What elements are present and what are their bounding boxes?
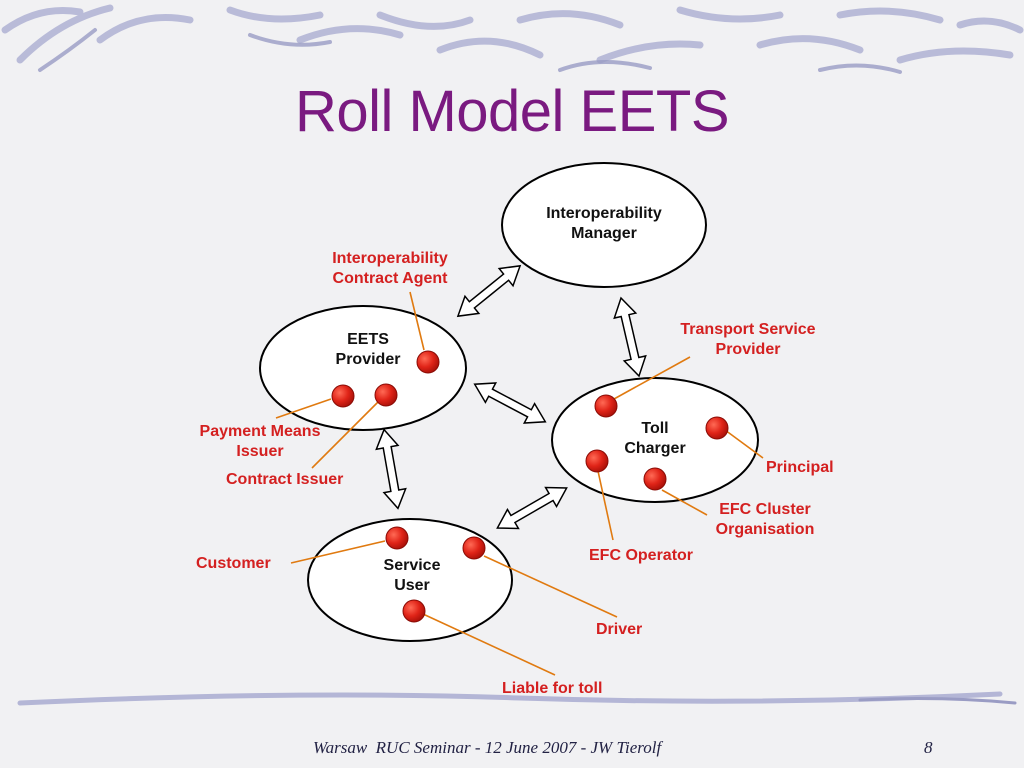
arrow-provider-user: [375, 428, 407, 510]
connector-payment-means-issuer: [275, 398, 332, 419]
entity-service-user: Service User: [383, 557, 441, 594]
role-dot-driver: [462, 536, 486, 560]
role-driver: Driver: [596, 621, 643, 638]
role-dot-efc-operator: [585, 449, 609, 473]
role-efc-operator: EFC Operator: [589, 547, 694, 564]
connector-principal: [724, 429, 764, 459]
role-dot-transport-service-provider: [594, 394, 618, 418]
entity-toll-charger: Toll Charger: [624, 420, 686, 457]
role-dot-efc-cluster: [643, 467, 667, 491]
arrow-user-charger: [496, 486, 568, 530]
role-dot-customer: [385, 526, 409, 550]
arrow-manager-charger: [613, 296, 647, 378]
connector-driver: [483, 555, 618, 618]
role-transport-service-provider: Transport Service Provider: [680, 321, 816, 358]
interoperability-manager-ellipse: [501, 162, 707, 288]
connector-contract-issuer: [311, 399, 381, 469]
role-liable-for-toll: Liable for toll: [502, 680, 603, 697]
role-dot-contract-agent: [416, 350, 440, 374]
entity-eets-provider: EETS Provider: [335, 331, 401, 368]
connector-contract-agent: [409, 291, 425, 351]
role-payment-means-issuer: Payment Means Issuer: [199, 423, 321, 460]
role-dot-principal: [705, 416, 729, 440]
role-customer: Customer: [196, 555, 271, 572]
service-user-ellipse: [307, 518, 513, 642]
entity-interoperability-manager: Interoperability Manager: [546, 205, 662, 242]
connector-efc-operator: [597, 470, 614, 541]
slide-title: Roll Model EETS: [294, 79, 730, 144]
arrow-provider-charger: [473, 382, 547, 424]
role-dot-contract-issuer: [374, 383, 398, 407]
connector-customer: [290, 540, 386, 564]
role-principal: Principal: [766, 459, 834, 476]
page-number: 8: [924, 738, 933, 757]
role-efc-cluster-organisation: EFC Cluster Organisation: [715, 501, 815, 538]
divider-line: [17, 691, 1003, 706]
connector-liable-for-toll: [422, 613, 556, 676]
eets-provider-ellipse: [259, 305, 467, 431]
connector-efc-cluster: [661, 489, 708, 516]
role-interoperability-contract-agent: Interoperability Contract Agent: [332, 250, 448, 287]
footer-text: Warsaw RUC Seminar - 12 June 2007 - JW T…: [313, 738, 662, 757]
role-dot-liable-for-toll: [402, 599, 426, 623]
role-contract-issuer: Contract Issuer: [226, 471, 344, 488]
arrow-provider-manager: [456, 264, 522, 318]
role-dot-payment-means-issuer: [331, 384, 355, 408]
connector-transport-service-provider: [613, 356, 691, 400]
